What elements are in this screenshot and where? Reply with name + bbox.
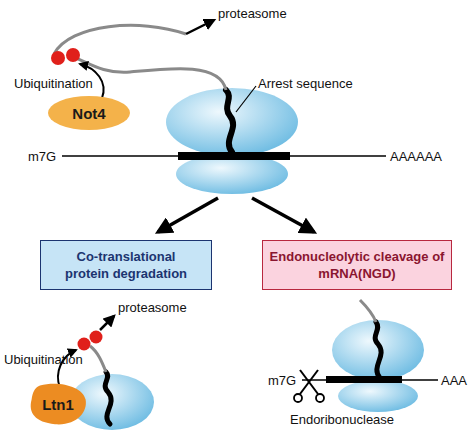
ubiquitin <box>78 338 91 351</box>
ubiquitin <box>90 331 103 344</box>
arrest-sequence-chain <box>375 322 381 378</box>
node-text: Co-translational protein degradation <box>55 248 197 282</box>
cap-label: m7G <box>268 373 296 388</box>
node-text: Ltn1 <box>42 396 74 413</box>
proteasome-arrow <box>100 316 114 330</box>
arrest-sequence-chain <box>226 90 233 152</box>
mrna-arrest-region <box>326 376 402 383</box>
enzyme-label: Endoribonuclease <box>290 412 394 427</box>
ltn1-protein: Ltn1 <box>28 382 88 426</box>
scissors-blade <box>300 370 318 394</box>
branch-arrow <box>158 198 218 232</box>
arrest-sequence-chain <box>105 372 111 424</box>
process-label: Ubiquitination <box>4 352 83 367</box>
scissors-blade <box>300 370 318 394</box>
node-text: Not4 <box>72 105 105 122</box>
process-label: Ubiquitination <box>14 76 93 91</box>
ribosome-small-subunit <box>338 380 418 412</box>
not4-protein: Not4 <box>48 96 130 130</box>
ubiquitin <box>51 51 65 65</box>
scissors-handle <box>294 394 302 402</box>
branch-arrow <box>252 198 314 232</box>
ubiquitin <box>66 48 80 62</box>
ribosome-large-subunit <box>166 88 298 156</box>
nascent-chain <box>360 300 376 322</box>
callout-label: Arrest sequence <box>258 76 353 91</box>
process-box: Endonucleolytic cleavage of mRNA(NGD) <box>262 240 452 290</box>
process-label: proteasome <box>118 300 187 315</box>
ribosome-large-subunit <box>332 320 424 380</box>
nascent-chain <box>90 346 106 372</box>
proteasome-arrow <box>186 20 214 34</box>
polya-label: AAAAAA <box>390 149 442 164</box>
leader-line <box>236 86 256 112</box>
ltn1-protein-shape <box>31 384 86 425</box>
scissors-symbol <box>294 370 324 402</box>
process-box: Co-translational protein degradation <box>40 240 212 290</box>
cap-label: m7G <box>28 149 56 164</box>
not4-protein-shape <box>48 96 130 130</box>
scissors-handle <box>316 394 324 402</box>
node-text: Endonucleolytic cleavage of mRNA(NGD) <box>269 248 445 282</box>
process-label: proteasome <box>218 6 287 21</box>
polya-label: AAA <box>441 373 467 388</box>
